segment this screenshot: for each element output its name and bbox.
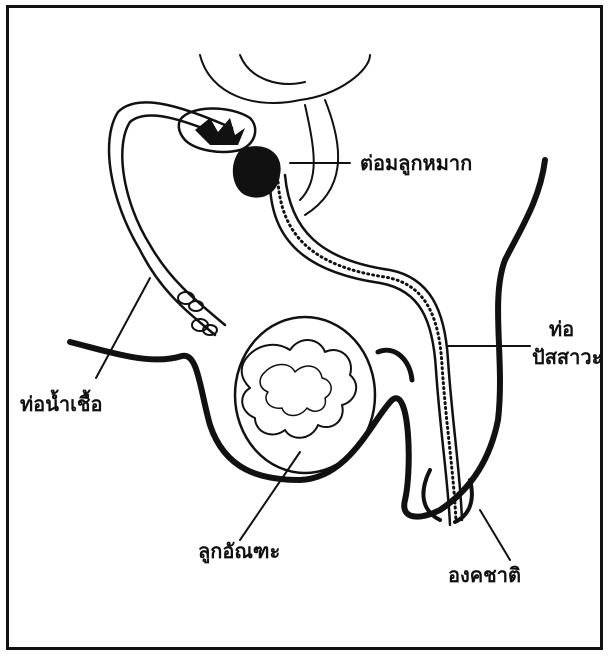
leader-vas bbox=[96, 278, 150, 378]
label-urethra-line2: ปัสสาวะ bbox=[532, 346, 602, 368]
rectum-outline bbox=[300, 105, 314, 200]
epididymis-inner bbox=[260, 365, 331, 416]
urethra-inner bbox=[270, 185, 450, 525]
urethra-outer bbox=[285, 175, 462, 520]
bladder-outline-inner bbox=[240, 55, 305, 84]
label-prostate: ต่อมลูกหมาก bbox=[360, 152, 472, 174]
leader-testis bbox=[240, 452, 300, 540]
vas-deferens-inner bbox=[122, 115, 232, 325]
prostate-gland bbox=[233, 146, 281, 197]
epididymis-coils bbox=[242, 340, 356, 438]
label-testis: ลูกอัณฑะ bbox=[198, 540, 280, 562]
label-penis: องคชาติ bbox=[448, 564, 521, 586]
rectum-outline-2 bbox=[305, 100, 338, 215]
hip-curve bbox=[378, 350, 412, 380]
label-vas-deferens: ท่อน้ำเชื้อ bbox=[20, 393, 103, 415]
label-urethra-line1: ท่อ bbox=[549, 318, 574, 340]
leader-penis bbox=[480, 510, 510, 560]
bladder-outline bbox=[200, 55, 370, 103]
